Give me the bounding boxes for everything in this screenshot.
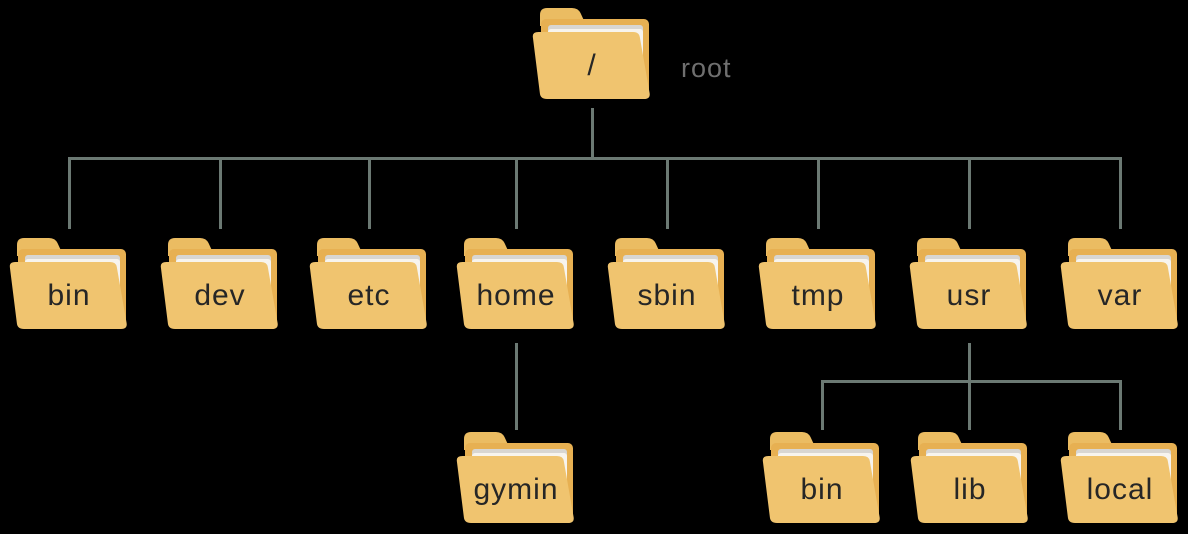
- connector-usr-drop: [967, 343, 971, 430]
- folder-label: sbin: [637, 279, 697, 312]
- root-annotation: root: [681, 53, 732, 83]
- folder-label: bin: [800, 473, 844, 506]
- folder-var: var: [1060, 238, 1180, 330]
- connector-drop-var: [1118, 157, 1122, 229]
- folder-root: /: [532, 8, 652, 100]
- connector-drop-sbin: [665, 157, 669, 229]
- folder-etc: etc: [309, 238, 429, 330]
- folder-usr: usr: [909, 238, 1029, 330]
- connector-drop-home: [514, 157, 518, 229]
- folder-tmp: tmp: [758, 238, 878, 330]
- connector-drop-dev: [218, 157, 222, 229]
- connector-drop-etc: [367, 157, 371, 229]
- connector-drop-usr-local: [1118, 380, 1122, 430]
- folder-label: bin: [47, 279, 91, 312]
- connector-drop-tmp: [816, 157, 820, 229]
- folder-usr-bin: bin: [762, 432, 882, 524]
- folder-home: home: [456, 238, 576, 330]
- folder-label: home: [476, 279, 556, 312]
- folder-label: gymin: [473, 473, 559, 506]
- folder-sbin: sbin: [607, 238, 727, 330]
- connector-usr-bus: [820, 380, 1121, 383]
- folder-label: tmp: [791, 279, 845, 312]
- folder-label: var: [1097, 279, 1143, 312]
- connector-drop-bin: [67, 157, 71, 229]
- folder-home-gymin: gymin: [456, 432, 576, 524]
- folder-label: /: [587, 49, 597, 82]
- folder-usr-lib: lib: [910, 432, 1030, 524]
- folder-bin: bin: [9, 238, 129, 330]
- folder-label: lib: [953, 473, 987, 506]
- folder-label: usr: [946, 279, 992, 312]
- connector-drop-usr-bin: [820, 380, 824, 430]
- connector-root-drop: [590, 108, 594, 160]
- folder-label: local: [1086, 473, 1154, 506]
- folder-usr-local: local: [1060, 432, 1180, 524]
- connector-level1-bus: [67, 157, 1122, 160]
- folder-label: dev: [194, 279, 246, 312]
- folder-label: etc: [347, 279, 391, 312]
- connector-drop-usr: [967, 157, 971, 229]
- folder-dev: dev: [160, 238, 280, 330]
- connector-home-gymin: [514, 343, 518, 430]
